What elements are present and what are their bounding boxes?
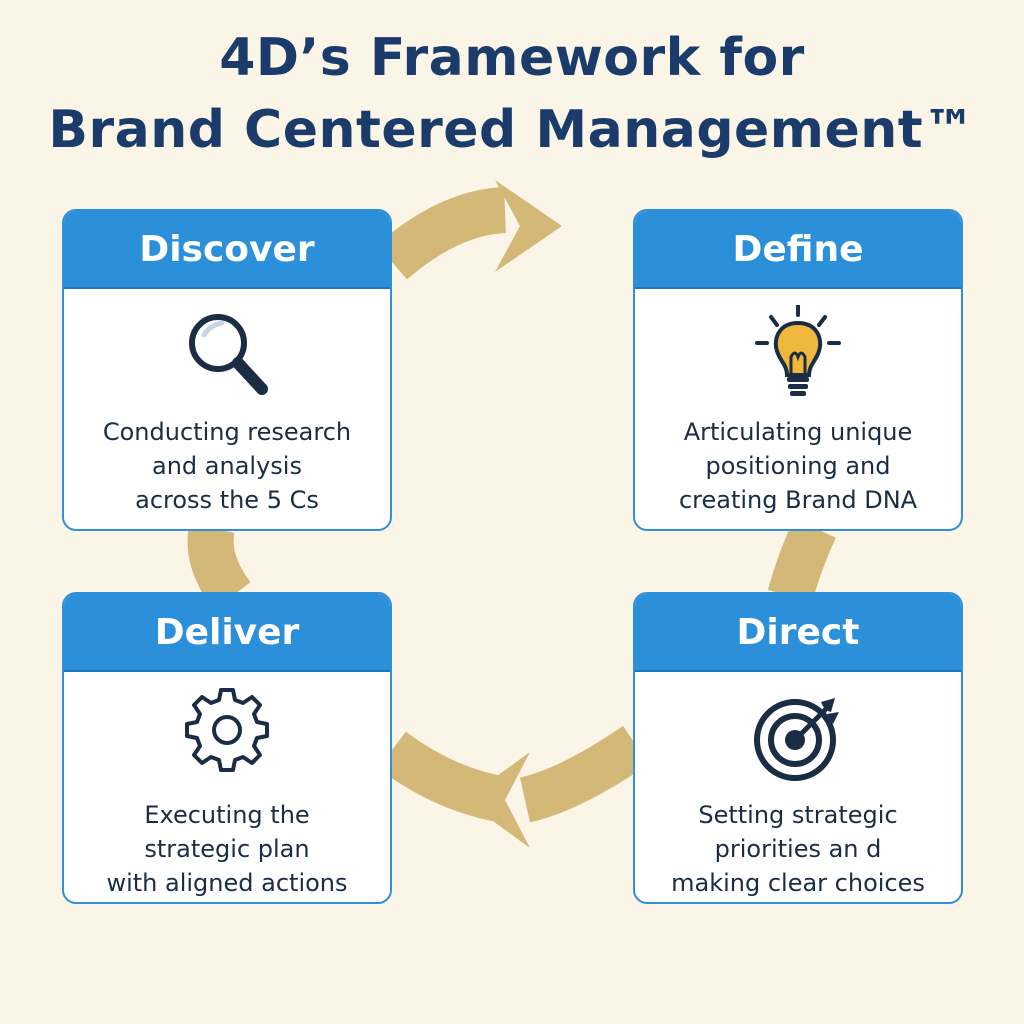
card-title-discover: Discover (139, 228, 315, 270)
description-line: creating Brand DNA (678, 486, 918, 514)
arrow-define-to-direct (767, 518, 836, 603)
description-line: and analysis (152, 452, 302, 480)
card-header-direct: Direct (635, 594, 961, 672)
card-header-discover: Discover (64, 211, 390, 289)
description-line: Conducting research (102, 418, 352, 446)
description-line: across the 5 Cs (135, 486, 319, 514)
arrow-discover-to-define (376, 180, 562, 280)
card-discover: Discover Conducting research and analysi… (62, 209, 392, 531)
description-line: priorities an d (714, 835, 882, 863)
card-title-deliver: Deliver (154, 611, 300, 653)
card-header-define: Define (635, 211, 961, 289)
card-header-deliver: Deliver (64, 594, 390, 672)
card-description-deliver: Executing the strategic plan with aligne… (64, 798, 390, 900)
card-deliver: Deliver Executing the strategic plan wit… (62, 592, 392, 904)
description-line: positioning and (705, 452, 891, 480)
card-title-direct: Direct (736, 611, 860, 653)
arrow-direct-to-deliver (378, 725, 649, 848)
description-line: making clear choices (671, 869, 925, 897)
arrow-deliver-to-discover (187, 523, 251, 610)
description-line: Executing the (144, 801, 310, 829)
card-description-discover: Conducting research and analysis across … (64, 415, 390, 517)
card-description-define: Articulating unique positioning and crea… (635, 415, 961, 517)
target-icon (754, 698, 839, 781)
description-line: Setting strategic (698, 801, 898, 829)
card-title-define: Define (732, 228, 864, 270)
card-direct: Direct Setting strategic priorities an d… (633, 592, 963, 904)
description-line: with aligned actions (106, 869, 348, 897)
card-define: Define Articulating unique positioning a… (633, 209, 963, 531)
magnifying-glass-icon (189, 314, 268, 395)
description-line: strategic plan (144, 835, 310, 863)
title-line-1: 4D’s Framework for (219, 28, 805, 88)
description-line: Articulating unique (683, 418, 913, 446)
gear-icon (185, 688, 269, 772)
card-description-direct: Setting strategic priorities an d making… (635, 798, 961, 900)
title-line-2: Brand Centered Management™ (48, 100, 976, 160)
lightbulb-icon (755, 305, 841, 396)
